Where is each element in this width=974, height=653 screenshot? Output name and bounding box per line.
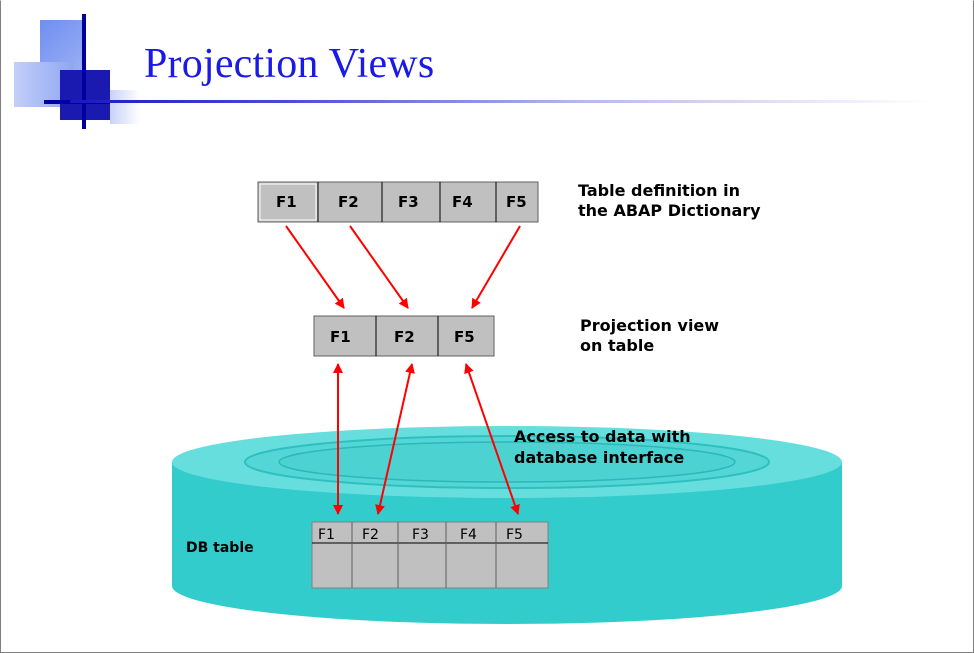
- db-field-f5: F5: [506, 527, 523, 543]
- db-table-label: DB table: [186, 540, 254, 556]
- def-field-f1: F1: [276, 193, 297, 211]
- view-field-f5: F5: [454, 328, 475, 346]
- view-field-f2: F2: [394, 328, 415, 346]
- projection-view-caption-line2: on table: [580, 336, 655, 355]
- projection-view-caption-line1: Projection view: [580, 316, 720, 335]
- db-field-f2: F2: [362, 527, 379, 543]
- table-definition-caption-line1: Table definition in: [578, 181, 741, 200]
- access-caption-line1: Access to data with: [514, 427, 691, 446]
- def-field-f3: F3: [398, 193, 419, 211]
- projection-view-row: F1 F2 F5: [313, 315, 495, 357]
- table-definition-row: F1 F2 F3 F4 F5: [257, 181, 539, 223]
- def-field-f5: F5: [506, 193, 527, 211]
- db-field-f4: F4: [460, 527, 477, 543]
- db-field-f1: F1: [318, 527, 335, 543]
- access-caption-line2: database interface: [514, 448, 685, 467]
- def-field-f2: F2: [338, 193, 359, 211]
- view-field-f1: F1: [330, 328, 351, 346]
- definition-to-view-arrows: [285, 225, 521, 309]
- db-table-grid: F1 F2 F3 F4 F5: [311, 521, 549, 589]
- slide-title: Projection Views: [144, 41, 435, 87]
- db-field-f3: F3: [412, 527, 429, 543]
- title-underline: [70, 100, 930, 103]
- view-to-db-arrows: [333, 363, 520, 515]
- def-field-f4: F4: [452, 193, 473, 211]
- table-definition-caption-line2: the ABAP Dictionary: [578, 201, 761, 220]
